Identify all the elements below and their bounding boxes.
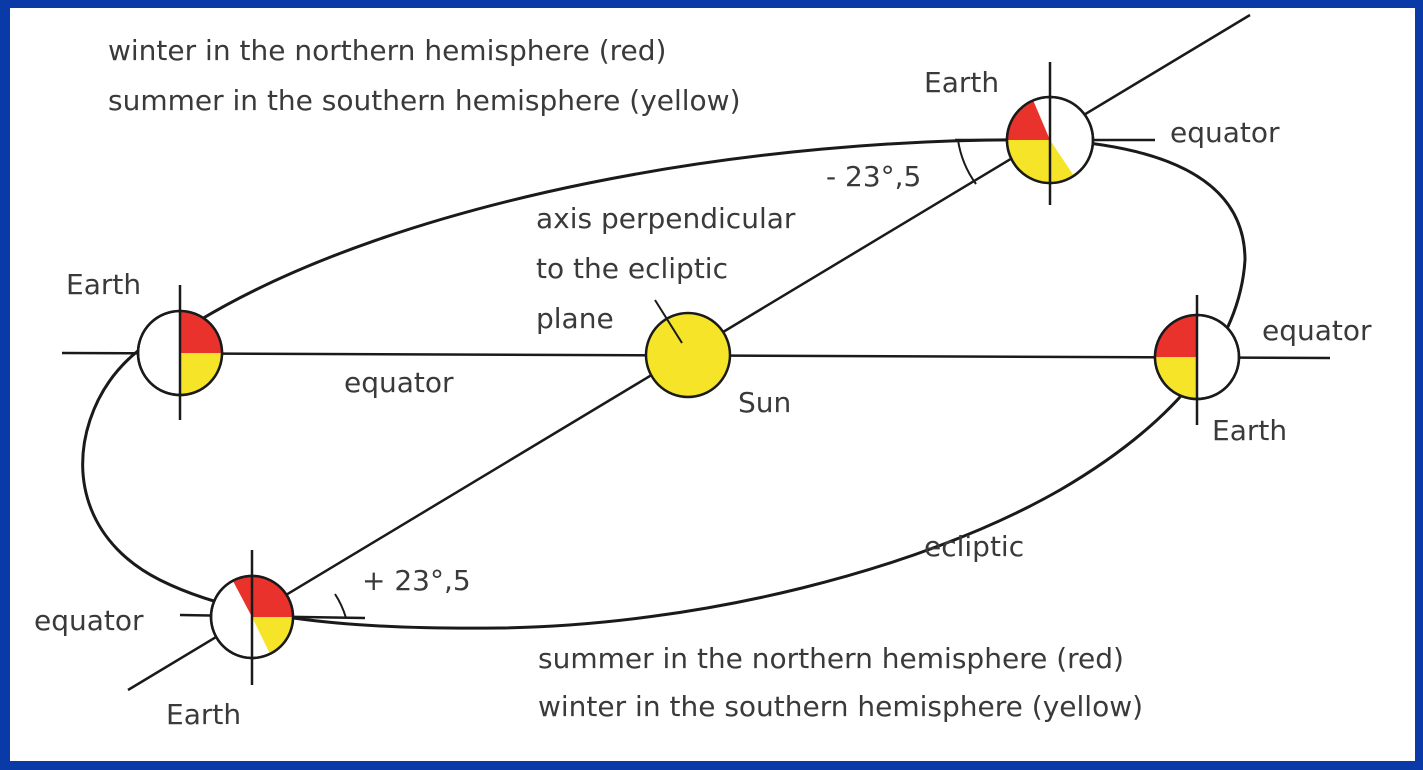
sun-label: Sun	[738, 386, 791, 419]
ecliptic-label: ecliptic	[924, 530, 1024, 563]
equator-bottom-label: equator	[34, 604, 144, 637]
equator-top-label: equator	[1170, 116, 1280, 149]
earth-left-label: Earth	[66, 268, 141, 301]
bottom-caption-line1: summer in the northern hemisphere (red)	[538, 642, 1124, 675]
equator-right-label: equator	[1262, 314, 1372, 347]
angle-arc-bottom	[334, 593, 347, 619]
axis-label-line1: axis perpendicular	[536, 202, 796, 235]
earth-bottom	[209, 550, 295, 685]
angle-top-label: - 23°,5	[826, 160, 921, 193]
earth-left	[136, 285, 224, 420]
earth-right-label: Earth	[1212, 414, 1287, 447]
axis-label-line3: plane	[536, 302, 614, 335]
earth-top-label: Earth	[924, 66, 999, 99]
earth-bottom-label: Earth	[166, 698, 241, 731]
top-caption-line1: winter in the northern hemisphere (red)	[108, 34, 666, 67]
equator-middle-label: equator	[344, 366, 454, 399]
earth-top	[1005, 62, 1095, 205]
angle-bottom-label: + 23°,5	[362, 564, 471, 597]
sun	[644, 311, 732, 399]
angle-arc-top	[957, 139, 977, 185]
top-caption-line2: summer in the southern hemisphere (yello…	[108, 84, 741, 117]
bottom-caption-line2: winter in the southern hemisphere (yello…	[538, 690, 1143, 723]
earth-right	[1153, 295, 1241, 425]
axis-label-line2: to the ecliptic	[536, 252, 728, 285]
axis-pointer-line	[654, 299, 683, 344]
